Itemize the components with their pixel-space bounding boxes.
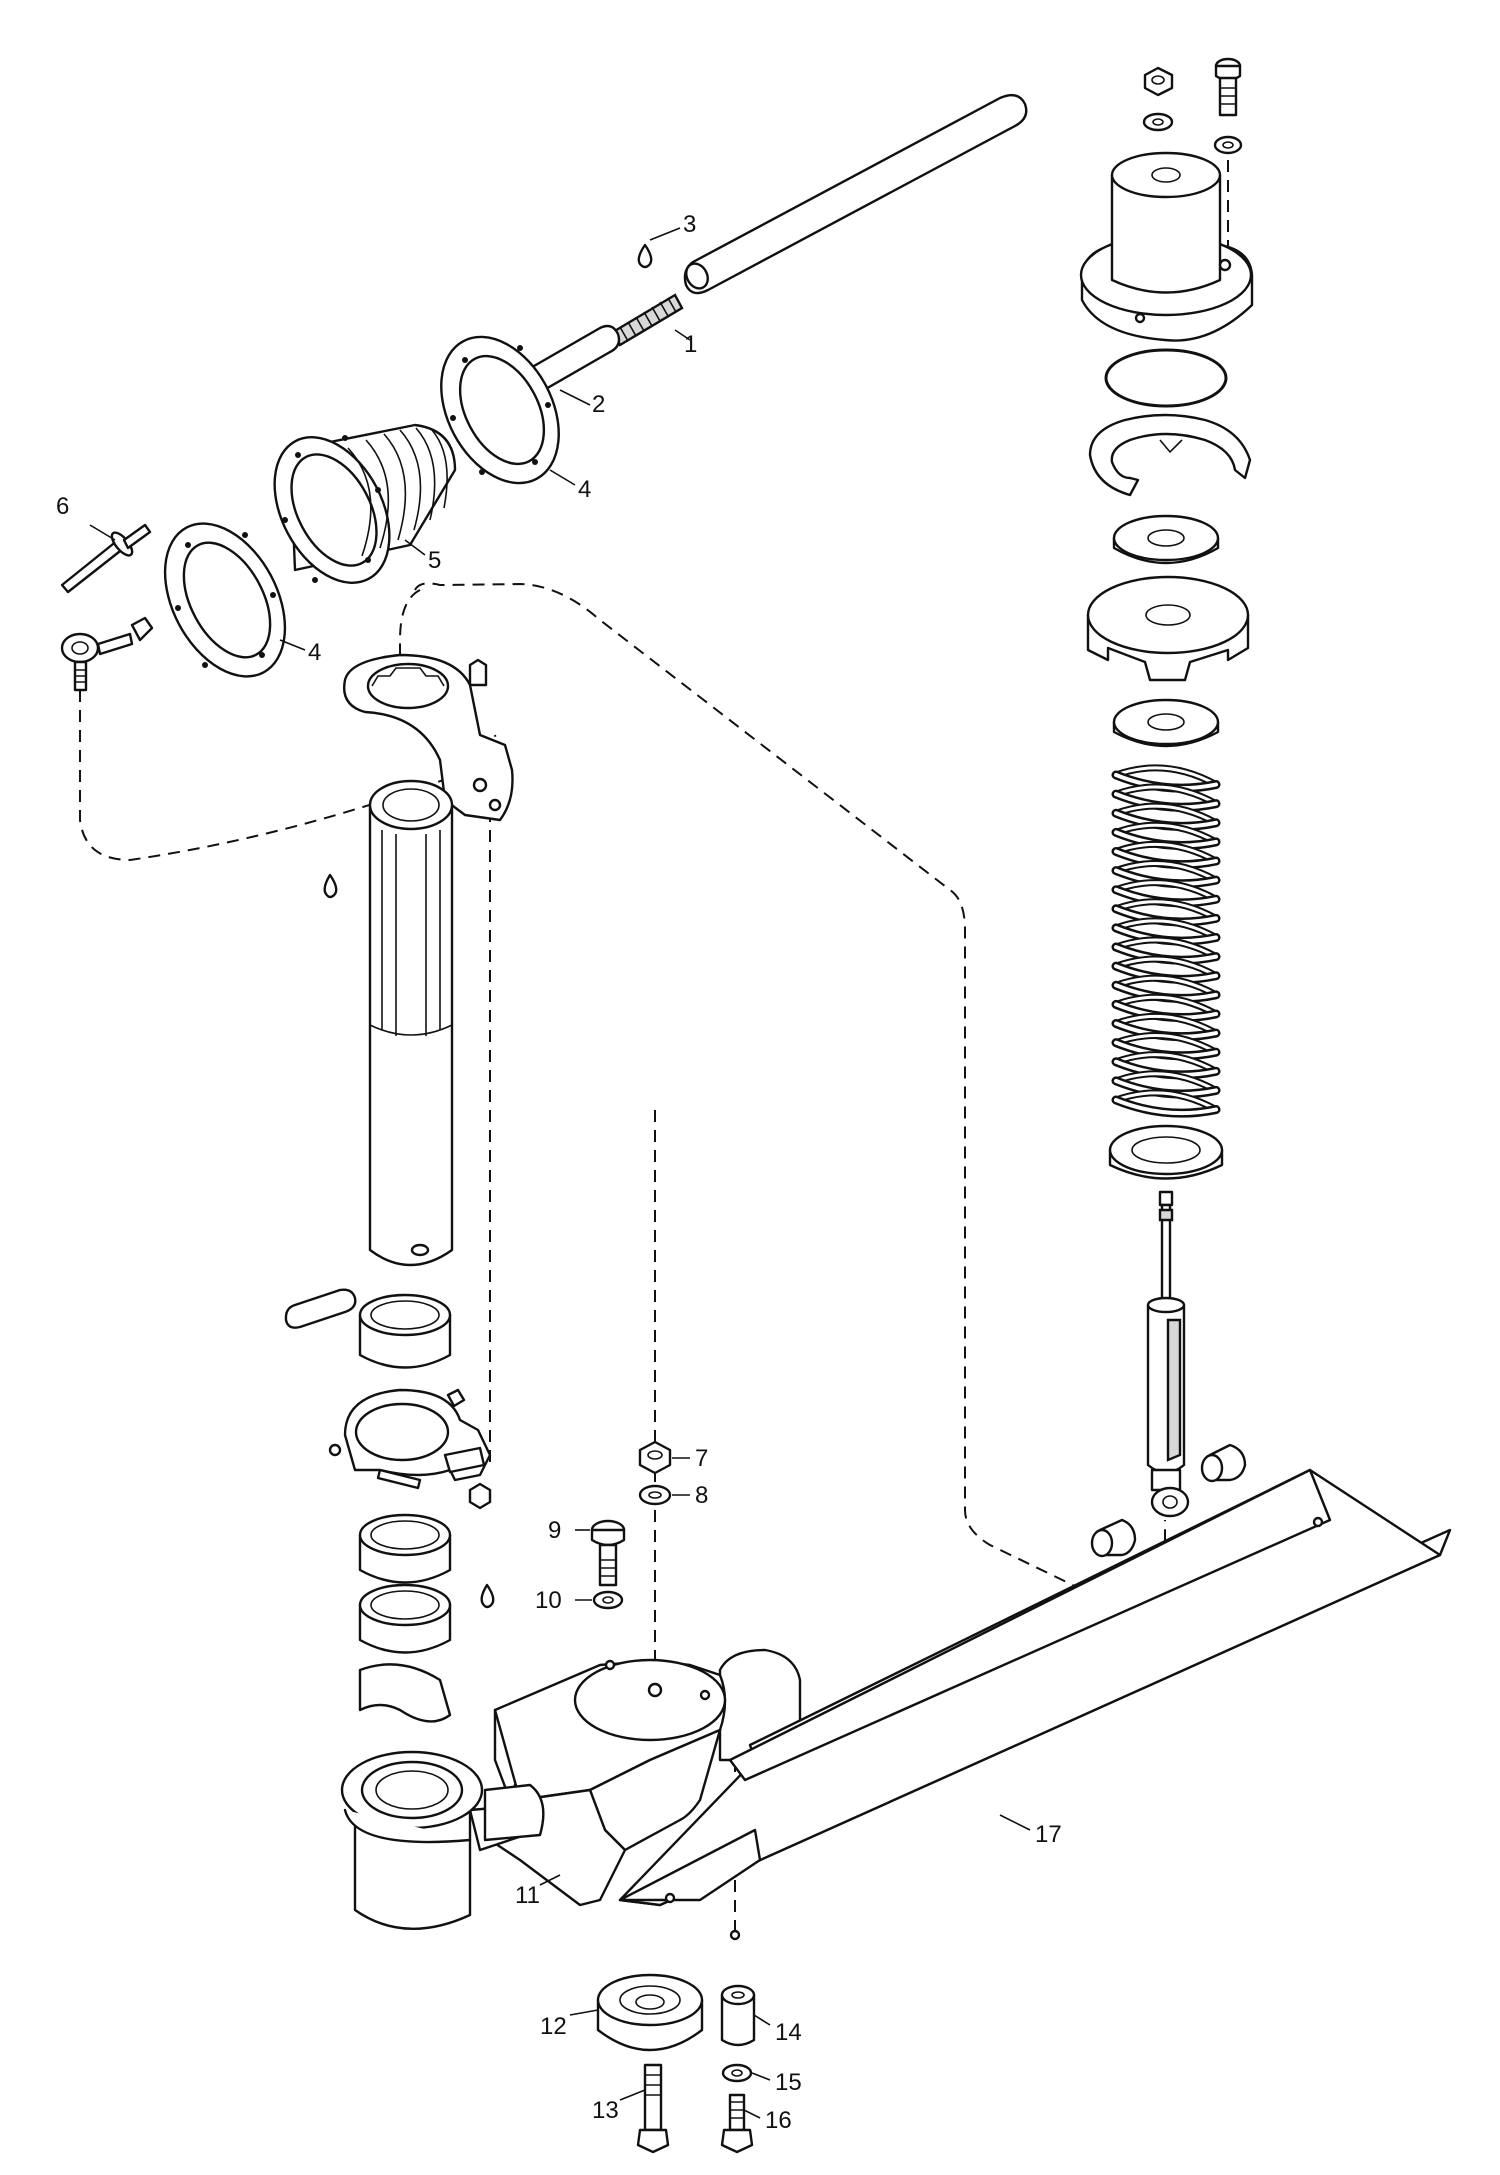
callout-8: 8 [695, 1482, 708, 1509]
coil-spring [1111, 764, 1221, 1118]
shock-absorber [1146, 1190, 1190, 1518]
lubricant-drop-column [323, 873, 338, 899]
spring-turn-back-highlight [1115, 900, 1217, 920]
pin [284, 1288, 357, 1329]
spring-turn-back-highlight [1115, 804, 1217, 825]
clamp-bracket-upper [343, 653, 514, 822]
spring-turn-back-highlight [1115, 862, 1217, 882]
washer-15 [721, 2063, 753, 2083]
top-nut [1143, 66, 1174, 97]
side-pipe [468, 1783, 545, 1852]
bolt-13 [636, 2063, 670, 2154]
spring-turn-back-highlight [1115, 1072, 1217, 1092]
rod-end-bolt [60, 616, 154, 692]
spring-turn-back-highlight [1115, 766, 1217, 786]
flange-right [440, 335, 560, 485]
callouts: 1 2 3 4 4 5 6 7 8 9 10 11 12 13 14 15 16… [56, 211, 1062, 2134]
callout-7: 7 [695, 1445, 708, 1472]
nut-7 [638, 1440, 672, 1475]
callout-9: 9 [548, 1517, 561, 1544]
droplet-icon [323, 873, 338, 899]
cup-housing [340, 1750, 484, 1930]
top-washer-left [1142, 112, 1174, 132]
o-ring [1104, 348, 1228, 408]
callout-2: 2 [592, 391, 605, 418]
clamp-ring [328, 1388, 492, 1490]
callout-5: 5 [428, 547, 441, 574]
washer-upper [1112, 514, 1220, 565]
bushing-shock-right [1200, 1443, 1247, 1483]
droplet-icon [480, 1583, 495, 1609]
callout-17: 17 [1035, 1821, 1062, 1848]
spring-turn-back-highlight [1115, 1053, 1217, 1073]
lubricant-drop-3 [637, 243, 653, 269]
spring-turn-back-highlight [1115, 995, 1217, 1016]
washer-lower [1112, 698, 1220, 748]
callout-11: 11 [515, 1882, 540, 1909]
spring-turn-front-highlight [1114, 1098, 1218, 1116]
bolt-9 [590, 1519, 626, 1587]
spring-turn-back-highlight [1115, 1014, 1217, 1035]
callout-13: 13 [592, 2097, 619, 2124]
callout-3: 3 [683, 211, 696, 238]
top-washer-right [1213, 135, 1243, 155]
bushing-middle [358, 1513, 452, 1584]
spring-turn-back-highlight [1115, 957, 1217, 978]
bushing-shock-left [1090, 1518, 1137, 1558]
callout-14: 14 [775, 2019, 802, 2046]
spring-turn-back-highlight [1115, 1091, 1217, 1111]
bushing-lower [358, 1583, 452, 1654]
washer-8 [638, 1484, 672, 1506]
callout-16: 16 [765, 2107, 792, 2134]
trough-channel [618, 1468, 1452, 1941]
callout-10: 10 [535, 1587, 562, 1614]
rivet [60, 523, 152, 594]
spring-rod [611, 293, 684, 347]
callout-6: 6 [56, 493, 69, 520]
spring-turn-back-highlight [1115, 785, 1217, 805]
spring-turn-back-highlight [1115, 938, 1217, 958]
nut-clamp [468, 1482, 492, 1510]
spring-turn-back-highlight [1115, 881, 1217, 901]
shaft-tube [683, 93, 1028, 295]
droplet-icon [637, 243, 653, 269]
spring-seat-lower [1108, 1124, 1224, 1180]
bellows-boot [273, 423, 457, 584]
top-mount [1079, 151, 1254, 342]
rubber-mount-12 [596, 1973, 704, 2052]
callout-12: 12 [540, 2013, 567, 2040]
lock-washer-10 [592, 1590, 624, 1610]
spring-turn-back-highlight [1115, 976, 1217, 997]
housing [488, 1648, 802, 1907]
callout-4-upper: 4 [578, 476, 591, 503]
top-bolt [1214, 57, 1242, 117]
lubricant-drop-bushing [480, 1583, 495, 1609]
leader-lines [89, 227, 1031, 2119]
retaining-clip [1088, 413, 1252, 497]
wedge-insert [358, 1663, 452, 1723]
flange-left [163, 522, 287, 678]
callout-4-lower: 4 [308, 639, 321, 666]
spring-turn-back-highlight [1115, 1034, 1217, 1054]
callout-1: 1 [684, 331, 697, 358]
spring-seat [1086, 575, 1250, 682]
spring-turn-back-highlight [1115, 823, 1217, 844]
spring-turn-back-highlight [1115, 919, 1217, 939]
spacer-14 [720, 1984, 756, 2047]
splined-column [368, 779, 454, 1267]
bolt-16 [720, 2093, 754, 2154]
bushing-upper [358, 1293, 452, 1369]
spring-turn-back-highlight [1115, 842, 1217, 863]
callout-15: 15 [775, 2069, 802, 2096]
